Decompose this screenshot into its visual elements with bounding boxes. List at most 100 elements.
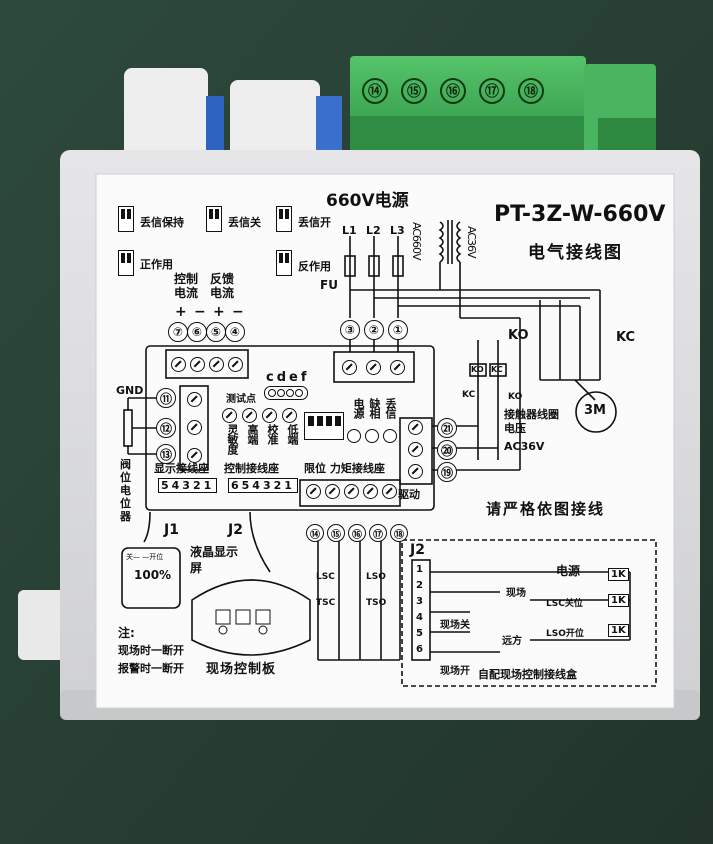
- polarity-plus-2: +: [213, 304, 225, 320]
- adjust-screw-low: [282, 408, 297, 423]
- top-terminal-17: ⑰: [479, 78, 505, 104]
- lcd-percent: 100%: [134, 568, 172, 582]
- screw-2: [366, 360, 381, 375]
- lamp-phase-loss-label: 缺相: [368, 398, 381, 418]
- dip-loss-hold-label: 丢信保持: [140, 216, 184, 229]
- j2-pin-6: 6: [416, 644, 423, 655]
- control-board-label: 现场控制板: [206, 662, 277, 677]
- limit-terminal-16: ⑯: [348, 524, 366, 542]
- dip-reverse-icon: [276, 250, 292, 276]
- control-connector-pins: 654321: [228, 478, 298, 493]
- ko-coil-label: KO: [471, 365, 484, 374]
- limit-connector-label: 限位 力矩接线座: [304, 462, 385, 475]
- fuse-label: FU: [320, 278, 338, 292]
- transformer-secondary: AC36V: [465, 226, 478, 258]
- polarity-plus-1: +: [175, 304, 187, 320]
- instruction-text: 请严格依图接线: [486, 500, 606, 518]
- screw-13: [187, 448, 202, 463]
- transformer-primary: AC660V: [410, 222, 423, 260]
- adjust-screw-calibrate: [262, 408, 277, 423]
- j2-lsc-pos-label: LSC关位: [546, 599, 583, 609]
- test-point-pads-icon: [264, 386, 308, 400]
- top-terminal-16: ⑯: [440, 78, 466, 104]
- top-terminal-18: ⑱: [518, 78, 544, 104]
- test-point-label: 测试点: [226, 394, 256, 405]
- display-connector-pins: 54321: [158, 478, 218, 493]
- j2-pin-5: 5: [416, 628, 423, 639]
- terminal-21: ㉑: [437, 418, 457, 438]
- dip-loss-on-label: 丢信开: [298, 216, 331, 229]
- notes-line-2: 报警时一断开: [118, 662, 184, 675]
- j2-local-close-label: 现场关: [440, 620, 470, 631]
- screw-11: [187, 392, 202, 407]
- dip-loss-off-icon: [206, 206, 222, 232]
- screw-12: [187, 420, 202, 435]
- dip-switch-block-icon: [304, 412, 344, 440]
- phase-l1: L1: [342, 224, 357, 237]
- lso-label: LSO: [366, 572, 386, 582]
- display-connector-label: 显示接线座: [154, 462, 209, 475]
- tso-label: TSO: [366, 598, 387, 608]
- drive-label: 驱动: [398, 488, 420, 501]
- terminal-4: ④: [225, 322, 245, 342]
- valve-pot-label: 阀位电位器: [120, 458, 131, 523]
- dip-loss-hold-icon: [118, 206, 134, 232]
- adjust-screw-high: [242, 408, 257, 423]
- control-connector-label: 控制接线座: [224, 462, 279, 475]
- dip-normal-label: 正作用: [140, 258, 173, 271]
- adjust-low-label: 低端: [286, 424, 299, 444]
- terminal-12: ⑫: [156, 418, 176, 438]
- j2-local-label: 现场: [506, 588, 526, 599]
- limit-terminal-18: ⑱: [390, 524, 408, 542]
- gnd-label: GND: [116, 384, 144, 397]
- j2-pin-2: 2: [416, 580, 423, 591]
- lcd-label: 液晶显示屏: [190, 545, 239, 575]
- j2-k1-label: 1K: [608, 568, 629, 581]
- j2-pin-4: 4: [416, 612, 423, 623]
- j2-k3-label: 1K: [608, 624, 629, 637]
- notes-title: 注:: [118, 626, 135, 640]
- kc-label: KC: [616, 330, 636, 345]
- tsc-label: TSC: [316, 598, 336, 608]
- screw-19: [408, 464, 423, 479]
- limit-screw-18: [382, 484, 397, 499]
- model-title: PT-3Z-W-660V: [494, 202, 666, 227]
- terminal-2: ②: [364, 320, 384, 340]
- polarity-minus-1: −: [194, 304, 206, 320]
- terminal-20: ⑳: [437, 440, 457, 460]
- phase-l3: L3: [390, 224, 405, 237]
- lsc-label: LSC: [316, 572, 335, 582]
- screw-6: [190, 357, 205, 372]
- control-board-buttons-icon: [215, 609, 271, 635]
- terminal-19: ⑲: [437, 462, 457, 482]
- screw-5: [209, 357, 224, 372]
- limit-screw-15: [325, 484, 340, 499]
- limit-screw-17: [363, 484, 378, 499]
- notes-line-1: 现场时一断开: [118, 644, 184, 657]
- kc-contact-label: KC: [462, 390, 476, 400]
- screw-3: [342, 360, 357, 375]
- j2-k2-label: 1K: [608, 594, 629, 607]
- coil-voltage-label: 接触器线圈电压: [504, 408, 559, 435]
- j2-pin-1: 1: [416, 564, 423, 575]
- top-terminal-14: ⑭: [362, 78, 388, 104]
- terminal-5: ⑤: [206, 322, 226, 342]
- screw-4: [228, 357, 243, 372]
- dip-reverse-label: 反作用: [298, 260, 331, 273]
- dip-normal-icon: [118, 250, 134, 276]
- ko-label: KO: [508, 328, 529, 343]
- limit-screw-16: [344, 484, 359, 499]
- adjust-screw-sensitivity: [222, 408, 237, 423]
- limit-screw-14: [306, 484, 321, 499]
- adjust-sensitivity-label: 灵敏度: [226, 424, 239, 454]
- j2-local-open-label: 现场开: [440, 666, 470, 677]
- limit-terminal-14: ⑭: [306, 524, 324, 542]
- lamp-power-label: 电源: [352, 398, 365, 418]
- control-current-label: 控制电流: [174, 272, 199, 300]
- power-title: 660V电源: [326, 191, 409, 211]
- j2-pin-3: 3: [416, 596, 423, 607]
- limit-terminal-15: ⑮: [327, 524, 345, 542]
- motor-label: 3M: [584, 403, 606, 418]
- top-terminal-15: ⑮: [401, 78, 427, 104]
